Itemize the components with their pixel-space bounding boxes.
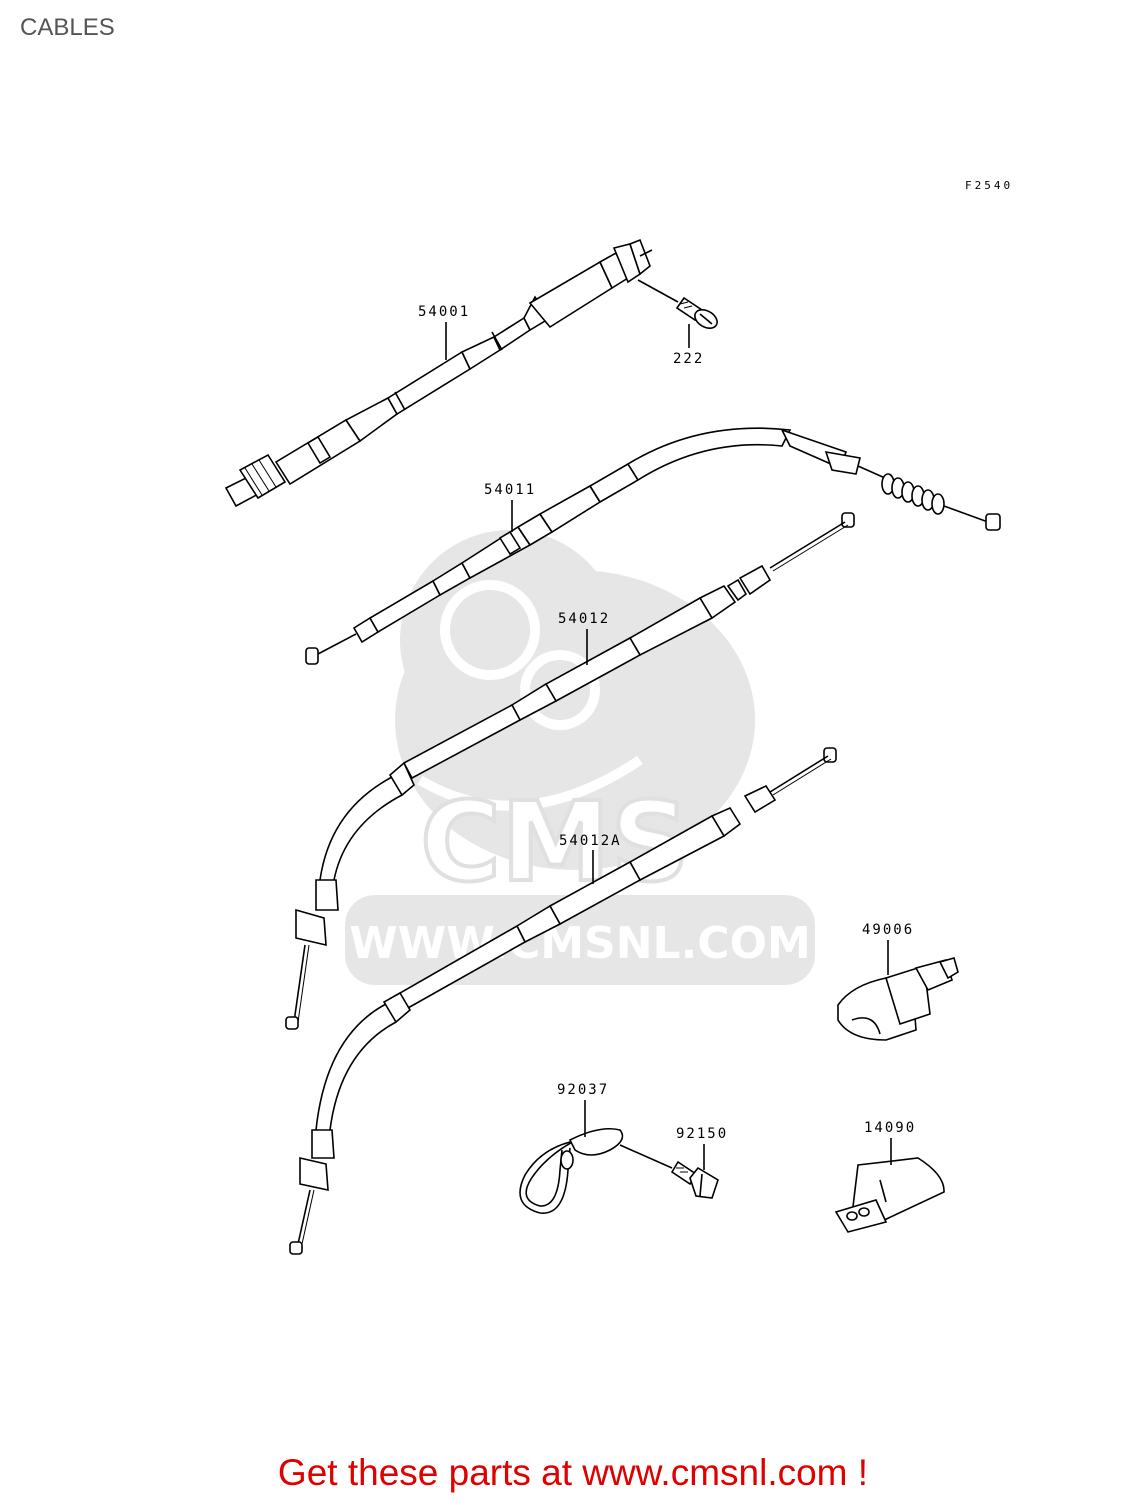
- part-label-54012: 54012: [558, 611, 610, 627]
- part-label-14090: 14090: [864, 1120, 916, 1136]
- part-label-222: 222: [673, 351, 704, 367]
- screw-222: [675, 296, 718, 329]
- cable-cap: [834, 1157, 945, 1233]
- watermark-brand: CMS: [420, 778, 689, 906]
- page-title: CABLES: [20, 14, 115, 41]
- footer-link[interactable]: Get these parts at www.cmsnl.com !: [277, 1452, 869, 1493]
- cable-boot: [837, 957, 959, 1041]
- part-label-92150: 92150: [676, 1126, 728, 1142]
- speedometer-cable: [224, 238, 653, 508]
- watermark-url: WWW.CMSNL.COM: [349, 918, 811, 969]
- clutch-cable-variant: [289, 747, 837, 1255]
- part-label-92037: 92037: [557, 1082, 609, 1098]
- part-label-54012a: 54012A: [559, 833, 622, 849]
- clutch-cable: [285, 512, 855, 1030]
- part-label-54011: 54011: [484, 482, 536, 498]
- figure-code: F2540: [965, 179, 1013, 192]
- leader-lines: [445, 322, 892, 1170]
- part-label-49006: 49006: [862, 922, 914, 938]
- part-label-54001: 54001: [418, 304, 470, 320]
- throttle-cable: [305, 427, 1001, 665]
- bolt-92150: [670, 1160, 719, 1199]
- cable-clamp: [519, 1127, 624, 1214]
- throttle-spring: [881, 473, 945, 515]
